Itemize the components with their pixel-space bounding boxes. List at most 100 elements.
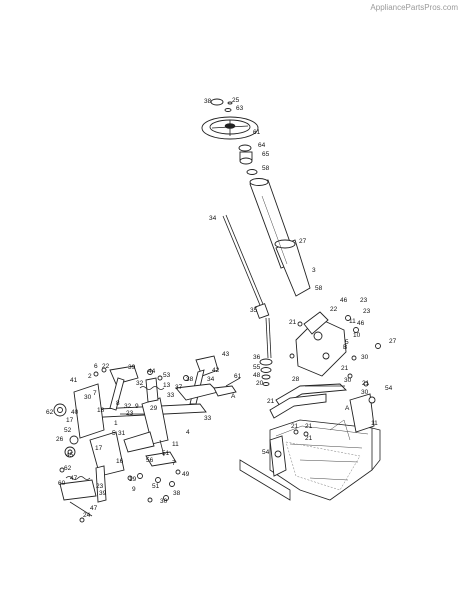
callout-39: 39 (99, 490, 107, 497)
callout-58: 58 (315, 285, 323, 292)
callout-21: 21 (341, 365, 349, 372)
callout-55: 55 (253, 364, 261, 371)
callout-13: 13 (163, 382, 171, 389)
callout-26: 26 (56, 436, 64, 443)
callout-42: 42 (212, 367, 220, 374)
pedal-arm-right (175, 377, 241, 401)
callout-46: 46 (357, 320, 365, 327)
callout-30: 30 (361, 354, 369, 361)
callout-24: 24 (83, 512, 91, 519)
callout-1: 1 (114, 420, 118, 427)
callout-10: 10 (353, 332, 361, 339)
callout-7: 7 (93, 390, 97, 397)
callout-33: 33 (204, 415, 212, 422)
watermark: AppliancePartsPros.com (370, 3, 458, 12)
callout-62: 62 (64, 465, 72, 472)
steering-bracket (295, 311, 347, 377)
callout-51: 51 (162, 450, 170, 457)
clutch-pedal (109, 365, 139, 411)
callout-23: 23 (363, 308, 371, 315)
callout-25: 25 (232, 97, 240, 104)
left-linkage (53, 383, 105, 458)
callout-56: 56 (146, 457, 154, 464)
callout-38: 38 (186, 376, 194, 383)
callout-32: 32 (136, 380, 144, 387)
callout-34: 34 (209, 215, 217, 222)
callout-23: 23 (96, 483, 104, 490)
callout-16: 16 (116, 458, 124, 465)
callout-17: 17 (95, 445, 103, 452)
callout-22: 22 (330, 306, 338, 313)
callout-58: 58 (262, 165, 270, 172)
pedal-lever-center (141, 377, 169, 445)
callout-54: 54 (385, 385, 393, 392)
lower-linkage (89, 431, 155, 503)
callout-5: 5 (112, 430, 116, 437)
callout-22: 22 (102, 363, 110, 370)
callout-39: 39 (128, 364, 136, 371)
callout-27: 27 (299, 238, 307, 245)
callout-7: 7 (172, 460, 176, 467)
callout-11: 11 (349, 318, 356, 325)
callout-44: 44 (148, 368, 156, 375)
callout-38: 38 (204, 98, 212, 105)
callout-5: 5 (345, 339, 349, 346)
callout-48: 48 (253, 372, 261, 379)
steering-gear-stack (259, 358, 273, 386)
callout-28: 28 (292, 376, 300, 383)
chassis-frame (239, 393, 381, 501)
callout-6: 6 (94, 363, 98, 370)
callout-32: 32 (124, 403, 132, 410)
callout-18: 18 (97, 407, 105, 414)
callout-35: 35 (250, 307, 258, 314)
callout-3: 3 (312, 267, 316, 274)
steering-hub-parts (238, 144, 258, 175)
callout-19: 19 (129, 476, 137, 483)
callout-54: 54 (262, 449, 270, 456)
callout-27: 27 (389, 338, 397, 345)
brake-rod (59, 479, 97, 517)
callout-65: 65 (262, 151, 270, 158)
callout-47: 47 (70, 475, 78, 482)
callout-11: 11 (371, 420, 378, 427)
callout-52: 52 (64, 427, 72, 434)
steering-column (249, 178, 311, 297)
callout-23: 23 (360, 297, 368, 304)
small-bolts-left (59, 367, 189, 523)
callout-60: 60 (58, 480, 66, 487)
callout-9: 9 (135, 403, 139, 410)
callout-34: 34 (207, 376, 215, 383)
callout-B: B (343, 344, 347, 351)
callout-21: 21 (362, 380, 370, 387)
callout-38: 38 (173, 490, 181, 497)
callout-37: 37 (175, 384, 183, 391)
callout-40: 40 (71, 409, 79, 416)
axle-bracket (269, 393, 327, 419)
callout-2: 2 (88, 373, 92, 380)
callout-11: 11 (172, 441, 179, 448)
callout-A: A (231, 393, 236, 400)
callout-21: 21 (267, 398, 275, 405)
steering-shaft (222, 214, 272, 359)
callout-9: 9 (132, 486, 136, 493)
callout-30: 30 (344, 377, 352, 384)
callout-46: 46 (340, 297, 348, 304)
steering-wheel (201, 116, 259, 140)
callout-63: 63 (236, 105, 244, 112)
callout-53: 53 (163, 372, 171, 379)
callout-17: 17 (66, 417, 74, 424)
callout-29: 29 (150, 405, 158, 412)
callout-30: 30 (160, 498, 168, 505)
callout-62: 62 (46, 409, 54, 416)
callout-45: 45 (66, 452, 74, 459)
callout-47: 47 (90, 505, 98, 512)
callout-41: 41 (70, 377, 78, 384)
callout-21: 21 (291, 423, 299, 430)
callout-51: 51 (152, 483, 160, 490)
callout-8: 8 (116, 400, 120, 407)
stabilizer-bar (145, 439, 177, 467)
callout-36: 36 (253, 354, 261, 361)
